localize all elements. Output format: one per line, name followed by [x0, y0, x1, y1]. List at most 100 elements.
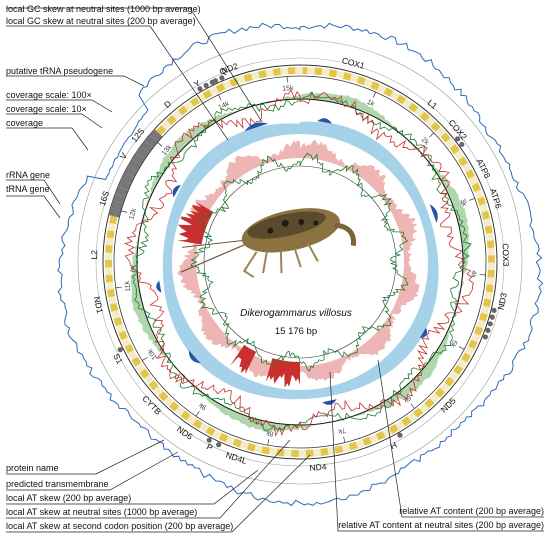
gene-segment [106, 238, 114, 246]
gene-label: ND3 [496, 292, 509, 311]
gene-segment [313, 449, 321, 457]
gene-label: V [118, 151, 130, 161]
tick-mark [142, 357, 147, 360]
tick-label: 4k [469, 270, 477, 278]
gene-label: ATP6 [488, 187, 504, 210]
gene-segment [486, 284, 494, 292]
gene-label: ND4L [224, 450, 248, 466]
legend-at-content: relative AT content (200 bp average) [399, 506, 544, 516]
at-neutral-bump [156, 281, 161, 293]
gene-label: L2 [89, 250, 99, 260]
gene-segment [105, 260, 112, 267]
tick-mark [268, 439, 269, 445]
trna-marker [397, 433, 402, 438]
trna-marker [490, 315, 495, 320]
tick-mark [459, 347, 464, 350]
gene-segment [108, 296, 116, 305]
legend-protein-name: protein name [6, 463, 59, 473]
gene-label: ND1 [92, 295, 105, 314]
gene-segment [107, 289, 115, 297]
trna-marker [204, 83, 209, 88]
tick-mark [158, 142, 163, 146]
trna-marker [483, 334, 488, 339]
gene-segment [487, 277, 495, 285]
gene-segment [288, 67, 296, 74]
gene-segment [265, 69, 273, 77]
trna-marker [488, 321, 493, 326]
gene-segment [486, 233, 494, 241]
gene-segment [487, 240, 495, 248]
gene-segment [105, 252, 112, 260]
legend-rrna-gene: rRNA gene [6, 170, 50, 180]
gene-segment [299, 450, 306, 457]
species-name: Dikerogammarus villosus [240, 308, 352, 319]
gene-segment [488, 263, 495, 271]
genome-length: 15 176 bp [275, 326, 317, 337]
tick-mark [344, 437, 345, 443]
gene-label: ND4 [309, 461, 327, 472]
gene-segment [280, 67, 288, 75]
gene-segment [284, 449, 292, 456]
gene-segment [487, 270, 494, 278]
tick-mark [411, 404, 415, 409]
trna-marker [216, 442, 221, 447]
gene-label: 16S [97, 189, 111, 207]
gene-segment [483, 218, 491, 227]
gene-segment [314, 68, 322, 76]
tick-mark [429, 133, 433, 137]
tick-label: 2k [420, 136, 431, 147]
gene-segment [276, 449, 284, 457]
gene-label: ND5 [439, 395, 458, 414]
gene-segment [261, 446, 269, 454]
trna-marker [485, 328, 490, 333]
legend-top: local GC skew at neutral sites (1000 bp … [6, 4, 201, 194]
gene-segment [105, 267, 112, 275]
legend-trna-pseudogene: putative tRNA pseudogene [6, 66, 113, 76]
tick-mark [116, 287, 122, 288]
tick-label: 9k [198, 401, 208, 411]
gene-segment [335, 445, 344, 453]
legend-right: relative AT content (200 bp average) rel… [338, 506, 544, 530]
gene-segment [322, 68, 330, 76]
gene-segment [295, 67, 302, 74]
at-neutral-bump [322, 399, 337, 405]
gene-segment [106, 282, 114, 290]
gene-segment [291, 450, 299, 457]
legend-trna-gene: tRNA gene [6, 184, 50, 194]
tick-label: 10k [147, 347, 159, 361]
tick-label: 15k [282, 85, 294, 93]
gene-label: L1 [426, 97, 440, 111]
legend-coverage-100: coverage scale: 100× [6, 90, 92, 100]
trna-marker [213, 78, 218, 83]
gene-segment [306, 450, 314, 457]
gene-label: D [162, 98, 173, 110]
gene-label: COX1 [341, 55, 366, 71]
tick-label: 5k [448, 339, 458, 349]
gene-segment [105, 274, 113, 282]
gene-segment [258, 70, 267, 78]
gene-segment [320, 448, 328, 456]
tick-mark [196, 411, 199, 416]
trna-marker [459, 142, 464, 147]
legend-at-skew-neutral-1000: local AT skew at neutral sites (1000 bp … [6, 507, 197, 517]
tick-label: 7k [337, 426, 346, 435]
legend-at-skew-second-codon: local AT skew at second codon position (… [6, 521, 233, 531]
at-neutral-bump [430, 204, 438, 223]
legend-gc-skew-1000: local GC skew at neutral sites (1000 bp … [6, 4, 201, 14]
gene-segment [269, 448, 277, 456]
legend-at-skew-200: local AT skew (200 bp average) [6, 493, 131, 503]
tick-label: 12k [128, 207, 138, 220]
gene-label: COX3 [500, 243, 511, 267]
tick-mark [218, 95, 221, 100]
legend-transmembrane: predicted transmembrane [6, 479, 109, 489]
gene-segment [273, 68, 281, 76]
gene-segment [108, 223, 116, 232]
gene-segment [307, 67, 315, 74]
tick-mark [373, 92, 375, 97]
gene-segment [329, 69, 337, 77]
legend-coverage-10: coverage scale: 10× [6, 104, 87, 114]
legend-at-content-neutral: relative AT content at neutral sites (20… [338, 520, 544, 530]
tick-mark [469, 198, 475, 200]
